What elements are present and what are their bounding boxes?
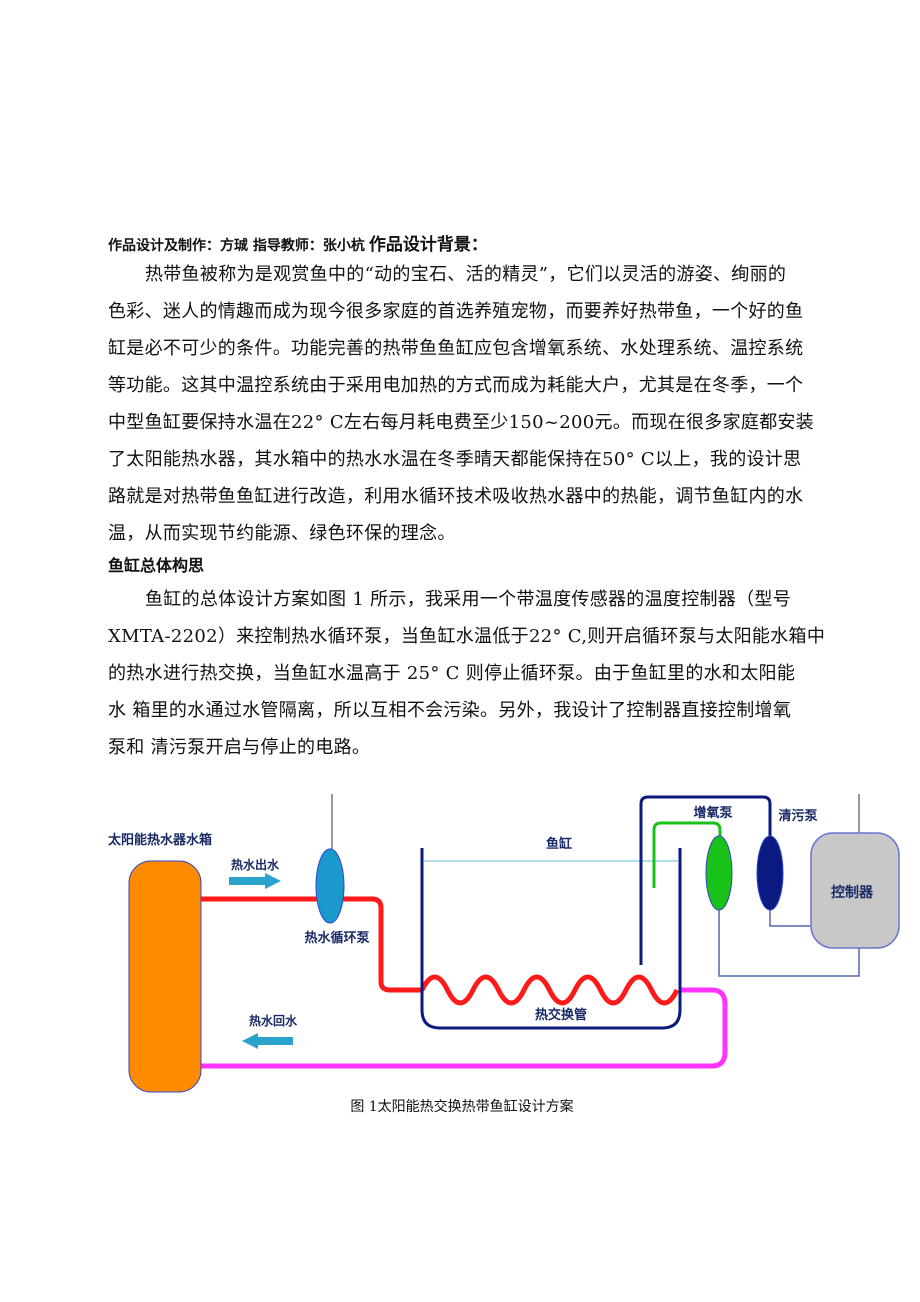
hot-out-label: 热水出水 [231, 857, 280, 872]
paragraph-line: 热带鱼被称为是观赏鱼中的“动的宝石、活的精灵”，它们以灵活的游姿、绚丽的 [145, 264, 787, 285]
arrow-left-icon [242, 1033, 293, 1049]
section-title: 作品设计背景： [368, 235, 488, 255]
paragraph-line: 路就是对热带鱼鱼缸进行改造，利用水循环技术吸收热水器中的热能，调节鱼缸内的水 [108, 486, 804, 507]
credits: 作品设计及制作：方珹 指导教师：张小杭 [108, 238, 365, 254]
oxygen-pump [705, 835, 733, 911]
clean-pump [756, 835, 784, 911]
paragraph-line: XMTA-2202）来控制热水循环泵，当鱼缸水温低于22° C,则开启循环泵与太… [108, 626, 826, 647]
return-pipe [201, 987, 728, 1069]
controller [810, 832, 900, 949]
circ-pump-label: 热水循环泵 [304, 930, 369, 946]
clean-pump-label: 清污泵 [778, 808, 817, 824]
clean-pump-wire [769, 910, 811, 927]
solar-water-tank [128, 860, 202, 1093]
circulation-pump [315, 848, 345, 924]
paragraph-line: 水 箱里的水通过水管隔离，所以互相不会污染。另外，我设计了控制器直接控制增氧 [108, 700, 792, 721]
section-heading: 鱼缸总体构思 [108, 556, 205, 575]
paragraph-line: 中型鱼缸要保持水温在22° C左右每月耗电费至少150~200元。而现在很多家庭… [108, 412, 815, 433]
controller-label: 控制器 [831, 884, 874, 901]
paragraph-line: 了太阳能热水器，其水箱中的热水水温在冬季晴天都能保持在50° C以上，我的设计思 [108, 449, 802, 470]
figure-caption: 图 1太阳能热交换热带鱼缸设计方案 [350, 1099, 574, 1115]
fish-tank [420, 848, 682, 1030]
paragraph-line: 缸是必不可少的条件。功能完善的热带鱼鱼缸应包含增氧系统、水处理系统、温控系统 [108, 338, 804, 359]
system-diagram: 太阳能热水器水箱 热水出水 热水循环泵 热水回水 鱼缸 热交换管 增氧泵 清污泵… [107, 794, 900, 1093]
paragraph-line: 温，从而实现节约能源、绿色环保的理念。 [108, 523, 456, 544]
arrow-right-icon [229, 873, 281, 889]
heat-exchange-coil [419, 974, 680, 1006]
exchanger-label: 热交换管 [535, 1007, 587, 1023]
paragraph-line: 泵和 清污泵开启与停止的电路。 [108, 737, 371, 758]
paragraph-line: 等功能。这其中温控系统由于采用电加热的方式而成为耗能大户，尤其是在冬季，一个 [108, 375, 804, 396]
oxygen-pipe [652, 821, 722, 888]
fish-tank-label: 鱼缸 [546, 836, 572, 852]
oxygen-pump-wire [718, 910, 860, 977]
paragraph-line: 的热水进行热交换，当鱼缸水温高于 25° C 则停止循环泵。由于鱼缸里的水和太阳… [108, 663, 796, 684]
paragraph-line: 鱼缸的总体设计方案如图 1 所示，我采用一个带温度传感器的温度控制器（型号 [145, 589, 791, 610]
hot-return-label: 热水回水 [249, 1013, 298, 1028]
credits-line: 作品设计及制作：方珹 指导教师：张小杭作品设计背景： [108, 230, 488, 255]
clean-pipe [639, 795, 772, 965]
oxygen-pump-label: 增氧泵 [693, 805, 732, 821]
paragraph-line: 色彩、迷人的情趣而成为现今很多家庭的首选养殖宠物，而要养好热带鱼，一个好的鱼 [108, 301, 804, 322]
tank-label: 太阳能热水器水箱 [107, 832, 212, 848]
hot-water-pipe [201, 896, 422, 993]
